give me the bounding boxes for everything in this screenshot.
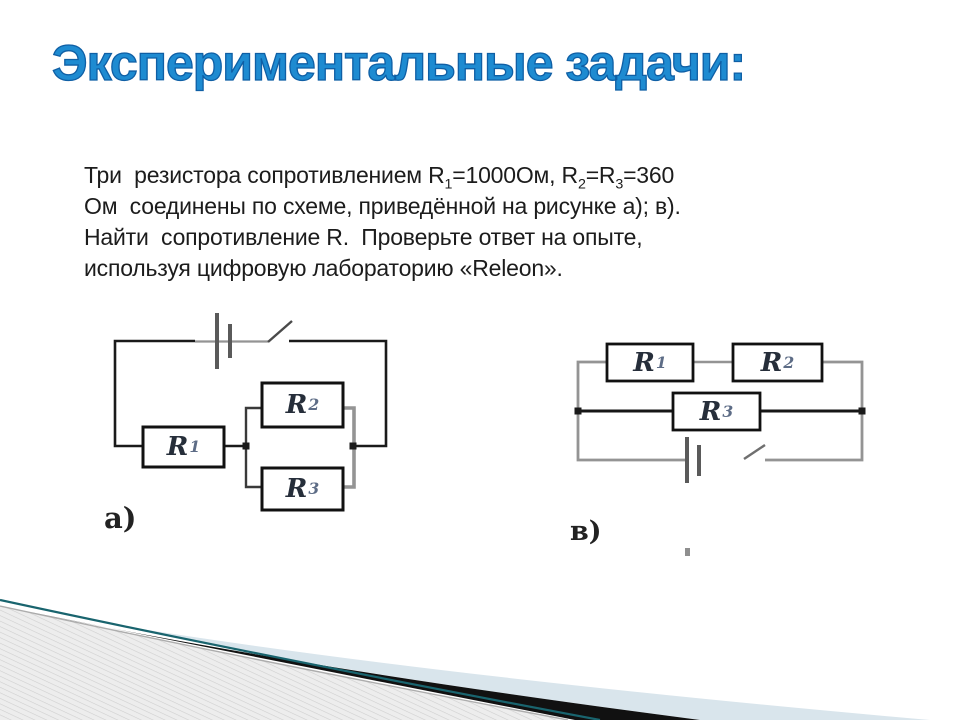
image-artifact-dash <box>685 548 690 556</box>
teal-stripe <box>0 598 601 720</box>
circuit-v-drawing <box>574 342 866 483</box>
junction-dot-left <box>242 442 250 450</box>
battery-icon <box>685 437 701 483</box>
resistor-box-r1 <box>141 425 226 469</box>
problem-line-3: Найти сопротивление R. Проверьте ответ н… <box>84 224 643 250</box>
page-title: Экспериментальные задачи: <box>51 34 746 91</box>
switch-icon <box>267 320 293 343</box>
resistor-box-r2 <box>731 342 824 383</box>
hatched-wedge <box>0 606 568 720</box>
resistor-box-r1 <box>605 342 695 383</box>
wire-right-loop <box>289 339 388 448</box>
corner-stripes-decoration <box>0 598 930 720</box>
resistor-box-r3 <box>671 391 762 432</box>
resistor-box-r3 <box>260 466 345 512</box>
circuit-a-drawing <box>113 313 388 512</box>
wire-left-loop <box>113 339 195 448</box>
figure-label-v: в) <box>570 516 602 547</box>
problem-statement: Три резистора сопротивлением R1=1000Ом, … <box>84 160 824 284</box>
junction-dot-left <box>574 407 582 415</box>
battery-icon <box>215 313 232 369</box>
problem-line-4: используя цифровую лабораторию «Releon». <box>84 255 563 281</box>
resistor-box-r2 <box>260 381 345 429</box>
problem-line-2: Ом соединены по схеме, приведённой на ри… <box>84 193 681 219</box>
problem-line-1: Три резистора сопротивлением R1=1000Ом, … <box>84 162 675 193</box>
junction-dot-right <box>858 407 866 415</box>
junction-dot-right <box>349 442 357 450</box>
hatched-wedge-edge <box>0 605 569 720</box>
figure-label-a: а) <box>104 501 137 535</box>
switch-icon <box>743 444 766 460</box>
